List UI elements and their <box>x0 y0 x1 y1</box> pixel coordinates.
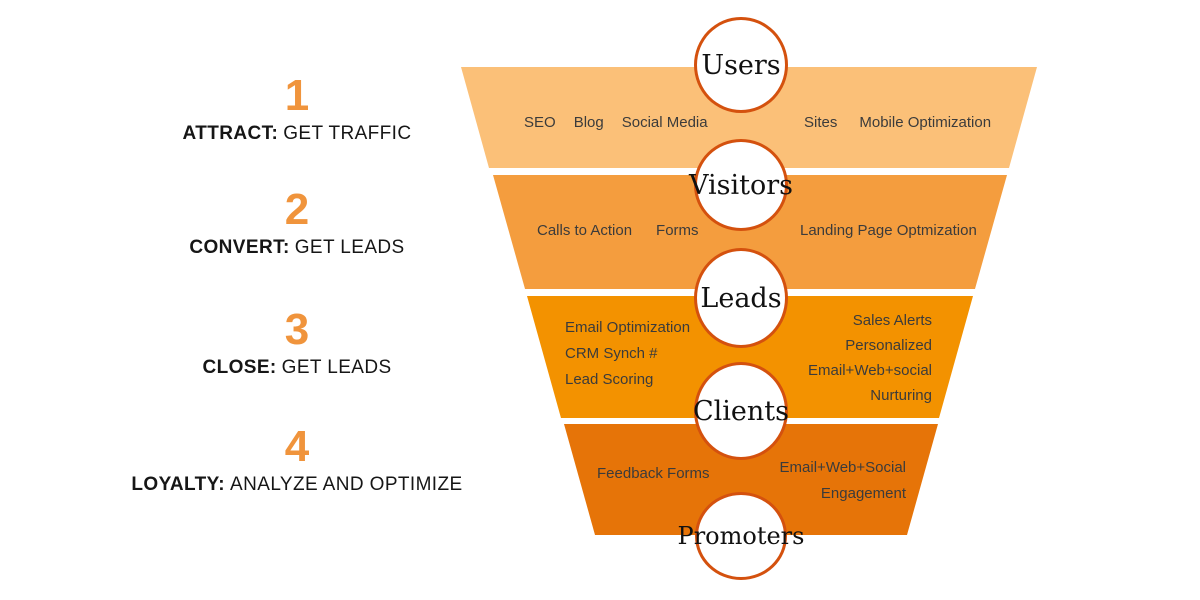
stage4-right-tactics: Email+Web+Social Engagement <box>780 458 906 504</box>
step-label: LOYALTY:ANALYZE AND OPTIMIZE <box>97 474 497 496</box>
stage3-right-tactics: Sales Alerts Personalized Email+Web+soci… <box>808 311 932 406</box>
funnel-node-promoters: Promoters <box>678 492 804 580</box>
step-attract: 1 ATTRACT:GET TRAFFIC <box>97 74 497 145</box>
tactic: Sites <box>804 114 838 131</box>
step-convert: 2 CONVERT:GET LEADS <box>97 188 497 259</box>
tactic: SEO <box>524 114 556 131</box>
step-number: 2 <box>284 185 310 234</box>
tactic: Landing Page Optmization <box>800 222 977 239</box>
funnel-node-clients: Clients <box>693 362 789 460</box>
tactic: Email Optimization <box>565 319 691 336</box>
step-loyalty: 4 LOYALTY:ANALYZE AND OPTIMIZE <box>97 425 497 496</box>
step-label-rest: ANALYZE AND OPTIMIZE <box>230 474 463 495</box>
funnel-node-users: Users <box>694 17 788 113</box>
step-number: 3 <box>284 305 310 354</box>
tactic: Sales Alerts <box>852 312 932 329</box>
tactic: Blog <box>573 114 604 131</box>
tactic: Calls to Action <box>537 222 633 239</box>
step-number: 4 <box>284 422 310 471</box>
step-number: 1 <box>284 71 310 120</box>
tactic: Nurturing <box>870 387 932 404</box>
stage2-right-tactics: Landing Page Optmization <box>800 222 977 239</box>
tactic: Personalized <box>845 337 932 354</box>
funnel-node-visitors: Visitors <box>689 139 793 231</box>
tactic: Lead Scoring <box>565 371 654 388</box>
tactic: Feedback Forms <box>597 465 710 482</box>
tactic: Forms <box>656 222 699 239</box>
step-label: CLOSE:GET LEADS <box>97 357 497 379</box>
tactic: Engagement <box>820 485 906 502</box>
tactic: Mobile Optimization <box>859 114 992 131</box>
step-label-strong: LOYALTY: <box>131 474 226 495</box>
step-label: ATTRACT:GET TRAFFIC <box>97 123 497 145</box>
step-label-rest: GET LEADS <box>294 237 405 258</box>
stage4-left-tactics: Feedback Forms <box>597 465 710 482</box>
step-label-rest: GET TRAFFIC <box>283 123 412 144</box>
tactic: Email+Web+Social <box>779 459 906 476</box>
funnel-node-leads: Leads <box>694 248 788 348</box>
stage2-left-tactics: Calls to Action Forms <box>537 222 699 239</box>
tactic: CRM Synch # <box>565 345 658 362</box>
stage1-left-tactics: SEO Blog Social Media <box>524 114 708 131</box>
stage3-left-tactics: Email Optimization CRM Synch # Lead Scor… <box>565 318 690 390</box>
tactic: Email+Web+social <box>808 362 932 379</box>
tactic: Social Media <box>621 114 708 131</box>
step-label-strong: ATTRACT: <box>182 123 279 144</box>
step-label-strong: CLOSE: <box>202 357 277 378</box>
step-close: 3 CLOSE:GET LEADS <box>97 308 497 379</box>
stage1-right-tactics: Sites Mobile Optimization <box>804 114 991 131</box>
step-label-rest: GET LEADS <box>281 357 392 378</box>
step-label: CONVERT:GET LEADS <box>97 237 497 259</box>
step-label-strong: CONVERT: <box>189 237 290 258</box>
